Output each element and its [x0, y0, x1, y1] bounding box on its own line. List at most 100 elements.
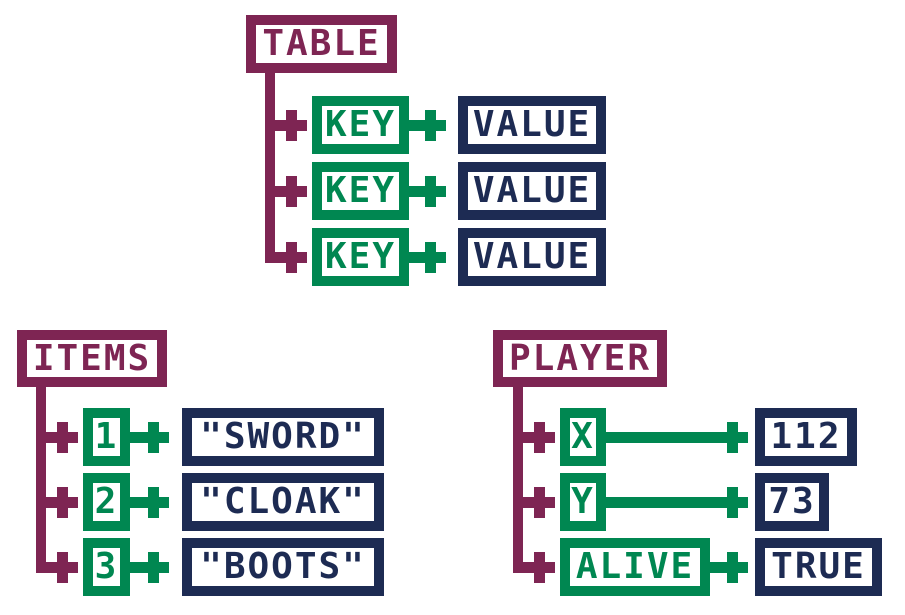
arrow-head [148, 422, 159, 453]
key-label: KEY [324, 104, 397, 145]
arrow-head [57, 487, 68, 518]
value-label: VALUE [472, 170, 592, 211]
arrow-head [148, 487, 159, 518]
field-label: ALIVE [575, 546, 695, 587]
key-label: KEY [324, 236, 397, 277]
arrow-tip [297, 120, 307, 131]
index-label: 1 [94, 416, 119, 457]
arrow-tip [159, 432, 169, 443]
value-label: "SWORD" [200, 416, 366, 457]
arrow-stem [409, 120, 425, 131]
arrow-head [286, 242, 297, 273]
field-box: X [560, 408, 606, 466]
arrow-head [148, 552, 159, 583]
value-box: VALUE [458, 228, 606, 286]
key-box: KEY [312, 228, 409, 286]
branch-arrow [46, 552, 78, 583]
arrow-tip [545, 562, 555, 573]
arrow-tip [68, 562, 78, 573]
table-title-box: TABLE [246, 15, 397, 73]
arrow-stem [409, 186, 425, 197]
key-value-arrow [130, 422, 169, 453]
value-label: TRUE [771, 546, 866, 587]
index-box: 1 [83, 408, 130, 466]
key-value-arrow [606, 487, 748, 518]
arrow-head [286, 110, 297, 141]
key-value-arrow [606, 422, 748, 453]
arrow-head [727, 552, 738, 583]
arrow-tip [436, 252, 446, 263]
arrow-stem [130, 562, 148, 573]
index-box: 3 [83, 538, 130, 596]
arrow-stem [46, 497, 57, 508]
arrow-stem [523, 432, 534, 443]
field-label: X [571, 416, 595, 457]
field-label: Y [571, 481, 595, 522]
arrow-head [425, 110, 436, 141]
key-label: KEY [324, 170, 397, 211]
player-title-label: PLAYER [508, 337, 652, 379]
value-box: TRUE [755, 538, 882, 596]
key-value-arrow [130, 487, 169, 518]
key-value-arrow [409, 176, 446, 207]
value-label: 73 [768, 481, 816, 522]
items-title-box: ITEMS [17, 330, 167, 387]
arrow-tip [738, 562, 748, 573]
key-value-arrow [710, 552, 748, 583]
table-title-label: TABLE [262, 23, 381, 64]
arrow-stem [409, 252, 425, 263]
value-label: 112 [770, 416, 842, 457]
branch-arrow [523, 552, 555, 583]
arrow-stem [46, 432, 57, 443]
arrow-stem [523, 497, 534, 508]
arrow-tip [68, 497, 78, 508]
arrow-tip [68, 432, 78, 443]
index-label: 3 [94, 546, 119, 587]
arrow-stem [606, 432, 727, 443]
arrow-tip [738, 497, 748, 508]
arrow-head [534, 552, 545, 583]
arrow-head [727, 422, 738, 453]
arrow-stem [275, 186, 286, 197]
arrow-stem [130, 432, 148, 443]
arrow-stem [710, 562, 727, 573]
arrow-tip [297, 252, 307, 263]
arrow-head [425, 176, 436, 207]
value-label: "CLOAK" [200, 481, 366, 522]
value-box: "CLOAK" [182, 473, 384, 531]
arrow-head [286, 176, 297, 207]
branch-arrow [275, 110, 307, 141]
branch-arrow [46, 422, 78, 453]
key-value-arrow [130, 552, 169, 583]
items-title-label: ITEMS [32, 337, 152, 379]
branch-arrow [46, 487, 78, 518]
arrow-tip [297, 186, 307, 197]
player-title-box: PLAYER [493, 330, 667, 387]
arrow-tip [738, 432, 748, 443]
branch-arrow [523, 422, 555, 453]
value-box: "SWORD" [182, 408, 384, 466]
arrow-head [57, 552, 68, 583]
arrow-tip [545, 432, 555, 443]
branch-arrow [523, 487, 555, 518]
value-box: VALUE [458, 162, 606, 220]
key-box: KEY [312, 96, 409, 154]
arrow-head [534, 422, 545, 453]
items-branch-line [36, 384, 46, 573]
branch-arrow [275, 176, 307, 207]
arrow-tip [159, 497, 169, 508]
arrow-stem [275, 252, 286, 263]
value-label: VALUE [472, 236, 592, 277]
arrow-tip [159, 562, 169, 573]
value-box: 73 [755, 473, 829, 531]
arrow-stem [275, 120, 286, 131]
value-label: VALUE [472, 104, 592, 145]
arrow-head [57, 422, 68, 453]
player-branch-line [513, 384, 523, 573]
index-label: 2 [94, 481, 119, 522]
arrow-head [727, 487, 738, 518]
value-box: "BOOTS" [182, 538, 384, 596]
field-box: Y [560, 473, 606, 531]
field-box: ALIVE [560, 538, 710, 596]
